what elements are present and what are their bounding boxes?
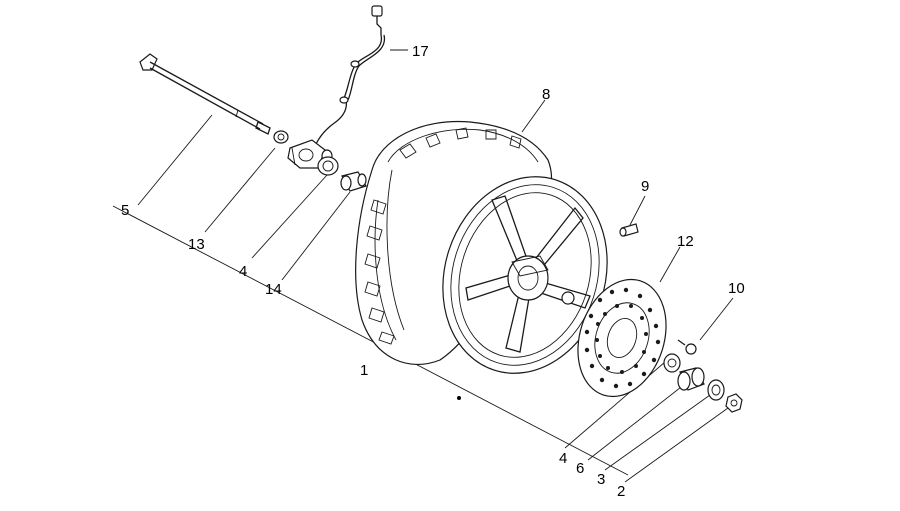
leader-4a: [251, 174, 328, 259]
leader-13: [204, 147, 276, 233]
brake-disc: [577, 278, 667, 398]
spacer-14: [340, 171, 367, 192]
leader-3: [604, 394, 711, 471]
speedometer-cable: [287, 5, 386, 169]
leader-2: [624, 407, 729, 483]
callout-1: 1: [360, 362, 368, 379]
reference-dot: [457, 396, 461, 400]
callout-8: 8: [542, 86, 550, 103]
callout-4a: 4: [239, 263, 247, 280]
callout-2: 2: [617, 483, 625, 500]
bearing-left: [317, 156, 339, 176]
callout-10: 10: [728, 280, 745, 297]
callout-13: 13: [188, 236, 205, 253]
leader-9: [629, 195, 646, 226]
callout-17: 17: [412, 43, 429, 60]
callout-6: 6: [576, 460, 584, 477]
callout-12: 12: [677, 233, 694, 250]
callout-9: 9: [641, 178, 649, 195]
leader-8: [521, 99, 546, 133]
callout-4b: 4: [559, 450, 567, 467]
callout-labels: 5 13 4 14 17 8 9 12 10 1 4 6 3 2: [121, 43, 745, 500]
leader-6: [587, 379, 691, 461]
washer-3: [707, 379, 725, 401]
callout-5: 5: [121, 202, 129, 219]
axle: [139, 53, 271, 135]
nut-13: [273, 130, 289, 144]
bolt-10: [677, 339, 697, 355]
spacer-6: [677, 367, 705, 391]
leader-10: [699, 297, 734, 341]
valve: [619, 223, 639, 237]
rim: [442, 176, 608, 400]
assembly-baseline: [112, 205, 629, 476]
leader-5: [137, 114, 213, 206]
nut-2: [725, 393, 743, 413]
callout-3: 3: [597, 471, 605, 488]
bearing-right: [663, 353, 681, 373]
leader-14: [281, 191, 351, 281]
leader-12: [659, 246, 681, 283]
callout-14: 14: [265, 281, 282, 298]
leader-lines: [137, 49, 734, 483]
